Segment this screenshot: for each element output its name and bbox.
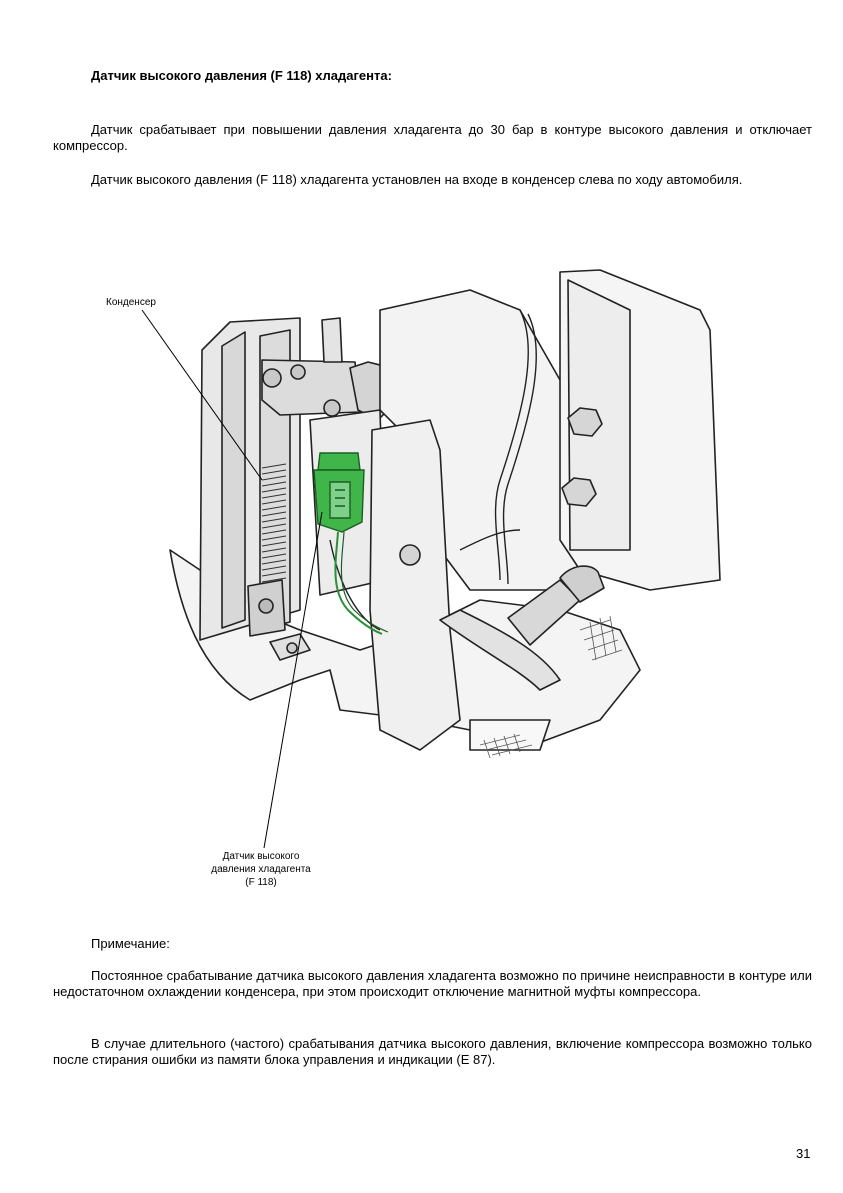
section-heading: Датчик высокого давления (F 118) хладаге…	[91, 68, 392, 83]
sensor-label: Датчик высокого давления хладагента (F 1…	[196, 850, 326, 889]
condenser-leader-line	[141, 309, 263, 481]
sensor-illustration: Конденсер Датчик высокого давления хлада…	[0, 250, 843, 910]
page-number: 31	[796, 1146, 811, 1161]
mounting-bracket	[369, 419, 461, 751]
sensor-leader-line	[263, 511, 323, 849]
sensor-label-line-3: (F 118)	[245, 877, 277, 888]
sensor-label-line-2: давления хладагента	[211, 864, 311, 875]
paragraph-note-cause: Постоянное срабатывание датчика высокого…	[53, 968, 812, 999]
paragraph-sensor-function: Датчик срабатывает при повышении давлени…	[53, 122, 812, 153]
pipe-fitting	[261, 359, 361, 416]
note-title: Примечание:	[91, 936, 170, 951]
paragraph-sensor-location: Датчик высокого давления (F 118) хладаге…	[91, 172, 743, 187]
mesh-detail	[479, 615, 623, 759]
paragraph-note-reset: В случае длительного (частого) срабатыва…	[53, 1036, 812, 1067]
illustration-drawing	[141, 269, 721, 849]
condenser-label: Конденсер	[106, 297, 156, 308]
sensor-label-line-1: Датчик высокого	[222, 851, 300, 862]
high-pressure-sensor	[313, 452, 389, 635]
